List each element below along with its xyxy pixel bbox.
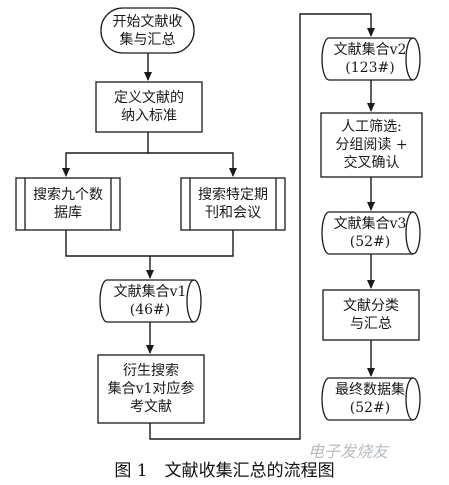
set-v3-shape [321, 211, 421, 255]
set-v1-label: 文献集合v1 (46#) [113, 284, 187, 318]
derive-search-label: 衍生搜索 集合v1对应参 考文献 [107, 363, 195, 415]
define-criteria-shape [95, 81, 203, 133]
figure-caption: 图 1 文献收集汇总的流程图 [114, 461, 335, 481]
classify-label: 文献分类 与汇总 [343, 298, 399, 332]
watermark-logo: 电子发烧友 [308, 442, 389, 461]
set-v2-shape [321, 37, 421, 81]
manual-screening-label: 人工筛选: 分组阅读 + 交叉确认 [335, 119, 408, 171]
search-databases-shape [15, 177, 121, 231]
arrow-define-to-searches [62, 132, 149, 177]
define-criteria-label: 定义文献的 纳入标准 [114, 90, 184, 124]
set-v1-shape [99, 279, 202, 323]
search-journals-label: 搜索特定期 刊和会议 [198, 187, 268, 221]
start-node-label: 开始文献收 集与汇总 [112, 13, 183, 48]
derive-search-shape [97, 354, 205, 424]
arrow-define-to-journals [148, 152, 237, 177]
classify-shape [322, 289, 420, 341]
manual-screening-shape [320, 112, 423, 178]
arrow-derive-to-v2 [149, 13, 375, 440]
search-databases-label: 搜索九个数 据库 [33, 187, 103, 221]
arrow-databases-to-merge [65, 230, 234, 257]
set-v2-label: 文献集合v2 (123#) [333, 42, 407, 76]
final-dataset-shape [321, 377, 421, 421]
final-dataset-label: 最终数据集 (52#) [335, 382, 405, 416]
set-v3-label: 文献集合v3 (52#) [333, 216, 407, 250]
search-journals-shape [180, 177, 286, 231]
